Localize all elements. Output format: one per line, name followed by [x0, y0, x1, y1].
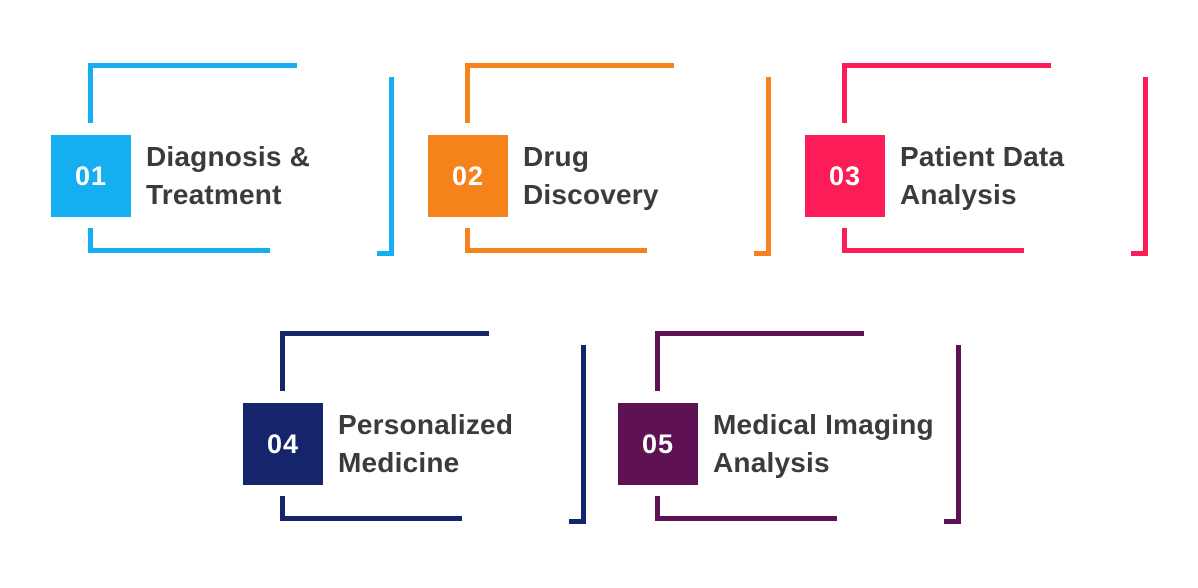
right-bracket-line: [569, 345, 586, 524]
step-number: 04: [266, 428, 300, 459]
step-title: Patient Data Analysis: [900, 135, 1064, 217]
step-title-line-2: Treatment: [146, 179, 282, 210]
top-left-bracket-line: [465, 63, 674, 123]
step-diagnosis-treatment: 01 Diagnosis & Treatment: [51, 63, 401, 256]
step-number: 03: [828, 160, 862, 191]
step-title-line-2: Analysis: [713, 447, 830, 478]
step-title-line-2: Discovery: [523, 179, 659, 210]
step-number-badge: 03: [805, 135, 885, 217]
step-title: Medical Imaging Analysis: [713, 403, 934, 485]
top-left-bracket-line: [280, 331, 489, 391]
right-bracket-line: [1131, 77, 1148, 256]
right-bracket-line: [754, 77, 771, 256]
right-bracket-line: [377, 77, 394, 256]
step-title: Personalized Medicine: [338, 403, 513, 485]
step-number: 02: [451, 160, 485, 191]
step-title: Diagnosis & Treatment: [146, 135, 310, 217]
step-drug-discovery: 02 Drug Discovery: [428, 63, 778, 256]
top-left-bracket-line: [842, 63, 1051, 123]
step-personalized-medicine: 04 Personalized Medicine: [243, 331, 593, 524]
step-title-line-1: Patient Data: [900, 141, 1065, 172]
right-bracket-line: [944, 345, 961, 524]
step-title-line-2: Analysis: [900, 179, 1017, 210]
step-title-line-1: Medical Imaging: [713, 409, 934, 440]
step-number: 01: [74, 160, 108, 191]
bottom-left-bracket-line: [280, 496, 462, 521]
top-left-bracket-line: [655, 331, 864, 391]
step-number-badge: 01: [51, 135, 131, 217]
step-title-line-2: Medicine: [338, 447, 460, 478]
step-number-badge: 05: [618, 403, 698, 485]
bottom-left-bracket-line: [465, 228, 647, 253]
bottom-left-bracket-line: [88, 228, 270, 253]
step-title: Drug Discovery: [523, 135, 659, 217]
bottom-left-bracket-line: [842, 228, 1024, 253]
step-medical-imaging-analysis: 05 Medical Imaging Analysis: [618, 331, 968, 524]
step-patient-data-analysis: 03 Patient Data Analysis: [805, 63, 1155, 256]
step-number-badge: 02: [428, 135, 508, 217]
step-title-line-1: Diagnosis &: [146, 141, 311, 172]
step-title-line-1: Drug: [523, 141, 590, 172]
step-number: 05: [641, 428, 675, 459]
bottom-left-bracket-line: [655, 496, 837, 521]
top-left-bracket-line: [88, 63, 297, 123]
step-number-badge: 04: [243, 403, 323, 485]
step-title-line-1: Personalized: [338, 409, 514, 440]
